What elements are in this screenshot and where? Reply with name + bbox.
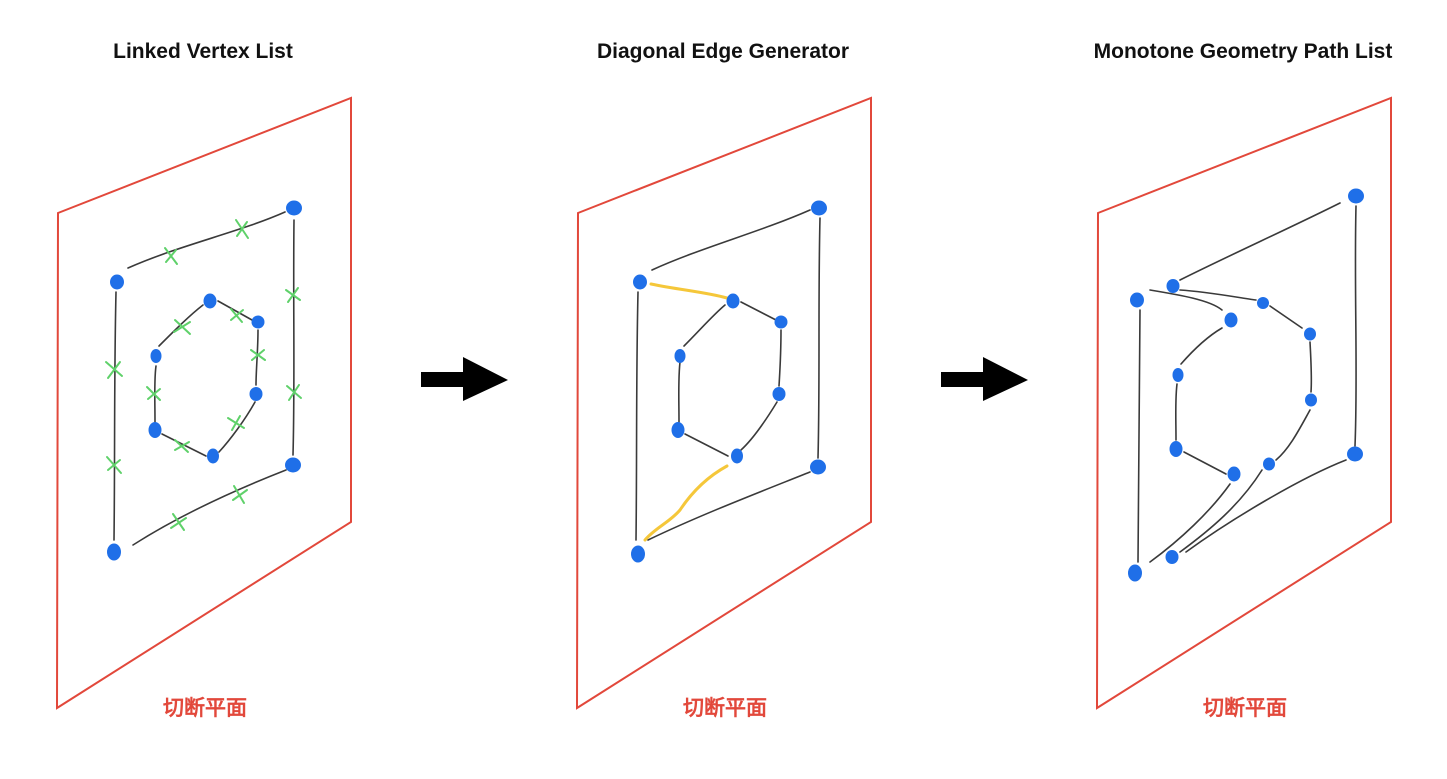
panel-1 <box>55 96 352 710</box>
panel-3-title: Monotone Geometry Path List <box>1093 40 1393 63</box>
vertices <box>107 200 302 561</box>
cutting-plane <box>575 96 872 710</box>
panel-3-caption: 切断平面 <box>1203 696 1287 720</box>
panel-1-title: Linked Vertex List <box>113 40 293 63</box>
panel-2-caption: 切断平面 <box>683 696 767 720</box>
panel-2-title: Diagonal Edge Generator <box>596 40 850 63</box>
vertices <box>631 200 827 563</box>
right-arrow-icon <box>421 357 508 401</box>
right-arrow-icon <box>941 357 1028 401</box>
edges <box>1137 202 1357 563</box>
edges <box>113 211 295 546</box>
diagonals <box>643 282 729 542</box>
panel-2 <box>575 96 872 710</box>
edges <box>635 209 821 541</box>
cutting-plane <box>55 96 352 710</box>
cutting-plane <box>1095 96 1392 710</box>
panel-1-caption: 切断平面 <box>163 696 247 720</box>
vertices <box>1128 188 1364 582</box>
cut-marks <box>105 219 302 531</box>
panel-3 <box>1095 96 1392 710</box>
